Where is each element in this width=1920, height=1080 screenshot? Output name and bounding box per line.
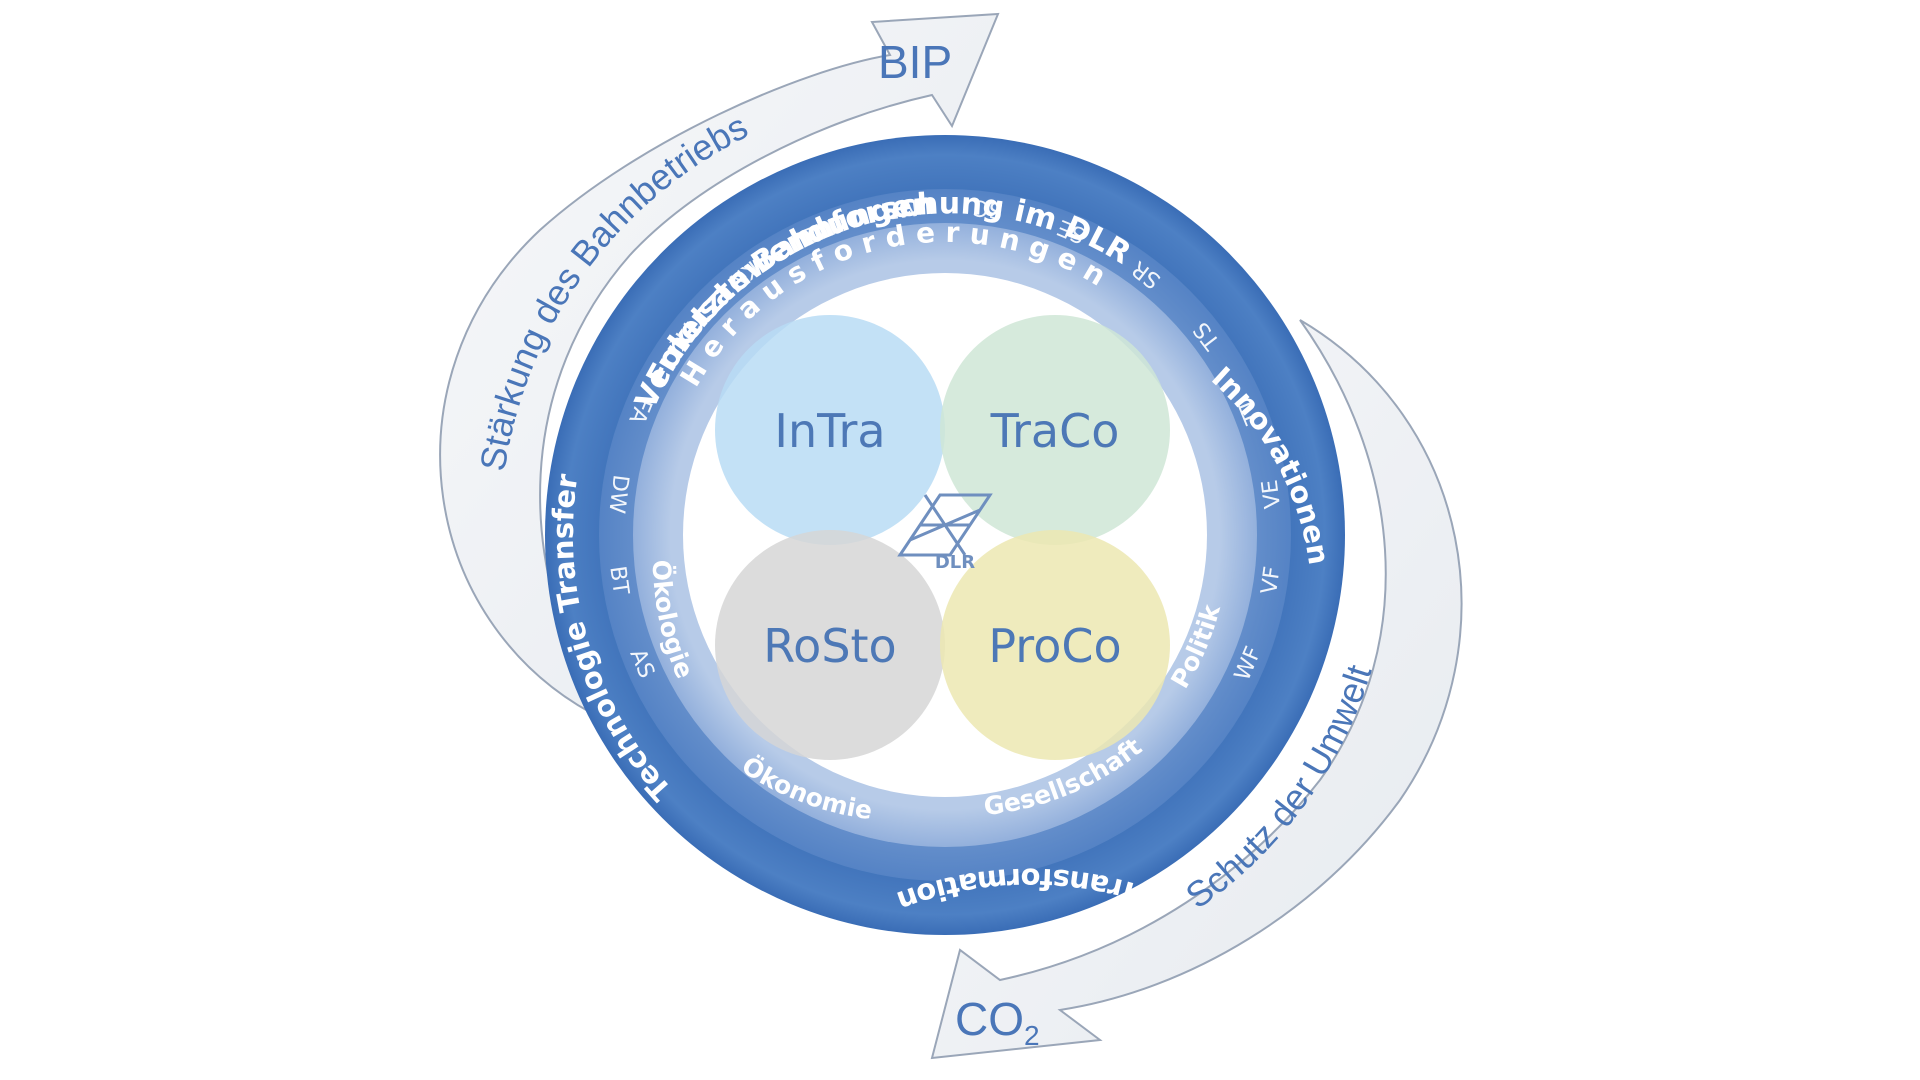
bubble-traco (940, 315, 1170, 545)
institute-label-vf: VF (1257, 565, 1286, 596)
co2-label: CO2 (955, 993, 1040, 1051)
bottom-arrow-shape (930, 319, 1463, 1060)
bubble-rosto (715, 530, 945, 760)
dlr-logo-text: DLR (935, 552, 975, 573)
institute-label-bt: BT (604, 565, 633, 597)
institute-label-dw: DW (603, 473, 633, 515)
institute-label-sc: SC (972, 194, 1004, 223)
bubble-intra-label: InTra (774, 404, 885, 458)
institute-label-ve: VE (1258, 478, 1286, 510)
bubble-rosto-label: RoSto (763, 619, 896, 673)
top-arrow-shape (439, 12, 1000, 723)
institute-label-mp: MP (884, 194, 919, 223)
bubble-proco-label: ProCo (988, 619, 1121, 673)
bubble-intra (715, 315, 945, 545)
bip-label: BIP (878, 36, 952, 88)
bubble-traco-label: TraCo (990, 404, 1120, 458)
dlr-logo-icon (897, 493, 993, 557)
bubble-proco (940, 530, 1170, 760)
